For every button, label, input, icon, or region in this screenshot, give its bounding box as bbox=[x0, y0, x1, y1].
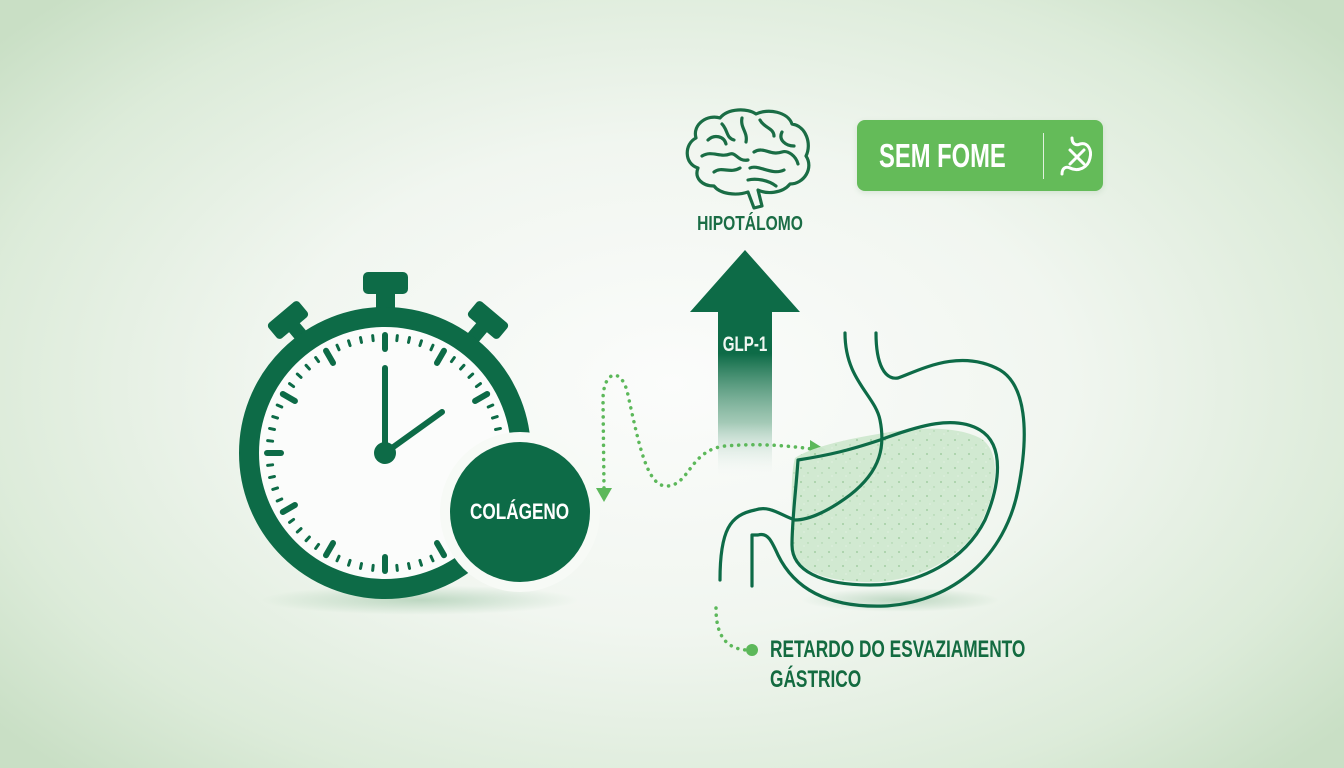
gastric-emptying-line1: RETARDO DO ESVAZIAMENTO bbox=[770, 636, 1026, 663]
brain-icon bbox=[685, 108, 811, 210]
hypothalamus-label: HIPOTÁLOMO bbox=[697, 213, 803, 235]
up-arrow-icon bbox=[690, 250, 800, 480]
gastric-emptying-line2: GÁSTRICO bbox=[770, 666, 862, 693]
collagen-label: COLÁGENO bbox=[470, 499, 570, 524]
glp1-label: GLP-1 bbox=[722, 333, 768, 356]
gastric-emptying-label: RETARDO DO ESVAZIAMENTO GÁSTRICO bbox=[770, 635, 1025, 695]
sem-fome-badge: SEM FOME bbox=[857, 120, 1103, 191]
collagen-circle: COLÁGENO bbox=[450, 442, 590, 582]
stomach-icon bbox=[718, 331, 1026, 608]
collagen-badge: COLÁGENO bbox=[440, 432, 600, 592]
badge-divider bbox=[1043, 132, 1044, 179]
no-hunger-stomach-icon bbox=[1060, 136, 1092, 175]
